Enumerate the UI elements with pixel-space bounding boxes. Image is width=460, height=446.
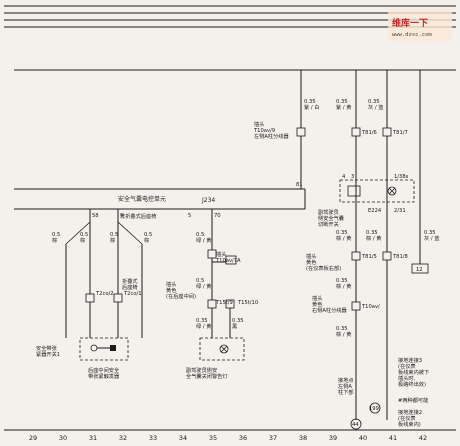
ecu-pin-58: 58 xyxy=(92,213,99,219)
site-logo: 维库一下 www.dzsc.com xyxy=(388,9,452,41)
cutoff-switch-label: 副驾驶员侧安全气囊切断开关 xyxy=(318,208,344,228)
plug-t81-8: T81/8 xyxy=(392,254,408,260)
ecu-pin-70: 70 xyxy=(214,213,221,219)
warning-lamp-component xyxy=(199,337,245,361)
plug-t10av: T10av/ xyxy=(361,304,380,310)
plug-yellow-dash: 插头黄色(在仪表板右部) xyxy=(306,252,341,272)
column-number: 30 xyxy=(59,434,67,442)
column-number: 33 xyxy=(149,434,157,442)
plug-2-31: 2/31 xyxy=(394,208,406,214)
ground-conn3-label: 接地连接3(在仪表板线束内被下插头时,极路终出效) xyxy=(398,356,429,388)
column-number: 37 xyxy=(269,434,277,442)
rear-mid-trigger-label: 后座中间安全带张紧触发器 xyxy=(88,366,120,380)
ecu-code: J234 xyxy=(201,197,215,204)
folding-seat-label: 折叠式后座椅 xyxy=(122,277,138,291)
pin-4: 4 xyxy=(342,174,346,180)
column-numbers: 29 30 31 32 33 34 35 36 37 38 39 40 41 42 xyxy=(29,434,427,442)
cutoff-switch-component xyxy=(339,179,415,203)
ecu-pin-5: 5 xyxy=(188,213,191,219)
pin-a: A xyxy=(237,258,241,264)
ground-199: 199 xyxy=(369,406,379,412)
both-ground-label: #两种都可能 xyxy=(398,396,428,404)
column-number: 39 xyxy=(329,434,337,442)
column-number: 32 xyxy=(119,434,127,442)
wires-left xyxy=(65,209,143,338)
ecu-bar: 安全气囊电控单元 J234 81 58 9 5 70 xyxy=(14,182,306,219)
plug-t2co1: T2co/1 xyxy=(123,291,142,297)
top-rails xyxy=(4,5,456,28)
buckle-switch-label: 安全带张紧器开关1 xyxy=(36,344,60,358)
column-number: 36 xyxy=(239,434,247,442)
ground-44: 44 xyxy=(352,422,359,428)
column-number: 38 xyxy=(299,434,307,442)
buckle-switch-component xyxy=(79,337,129,361)
ecu-pin-9: 9 xyxy=(120,213,123,219)
ecu-pin-81: 81 xyxy=(296,182,303,188)
ground-44-symbol xyxy=(350,418,362,430)
ground-199-symbol xyxy=(369,402,381,414)
plug-t81-7: T81/7 xyxy=(392,130,408,136)
column-number: 35 xyxy=(209,434,217,442)
column-number: 41 xyxy=(389,434,397,442)
passenger-warning-label: 副驾驶员侧安全气囊关闭警告灯 xyxy=(186,366,228,380)
column-number: 34 xyxy=(179,434,187,442)
column-number: 40 xyxy=(359,434,367,442)
connector-12: 12 xyxy=(416,267,423,273)
wires-center xyxy=(207,209,237,338)
plug-t81-6: T81/6 xyxy=(361,130,377,136)
pin-3: 3 xyxy=(351,174,354,180)
non-folding-seat-label: 非折叠式后座椅 xyxy=(120,212,156,220)
plug-t10av-label: 插头黄色右侧A柱分线器 xyxy=(312,294,347,314)
wire-ecu-81 xyxy=(296,70,306,189)
column-number: 31 xyxy=(89,434,97,442)
logo-text: 维库一下 xyxy=(392,17,428,29)
wires-right xyxy=(351,70,429,420)
column-number: 42 xyxy=(419,434,427,442)
plug-t2co2: T2co/2 xyxy=(95,291,114,297)
column-number: 29 xyxy=(29,434,37,442)
plug-yellow-rear-mid: 插头黄色(在后座中间) xyxy=(166,280,196,300)
plug-t15t10: T15t/10 xyxy=(237,300,258,306)
logo-url: www.dzsc.com xyxy=(392,32,432,38)
ecu-name: 安全气囊电控单元 xyxy=(118,195,166,203)
cutoff-code: E224 xyxy=(368,208,382,214)
ground-conn2-label: 接地连接2(在仪表板线束内) xyxy=(398,408,422,428)
plug-1-38s: 1/38s xyxy=(394,174,409,180)
plug-t81-5: T81/5 xyxy=(361,254,377,260)
plug-t15t9: T15t/9 xyxy=(215,300,233,306)
